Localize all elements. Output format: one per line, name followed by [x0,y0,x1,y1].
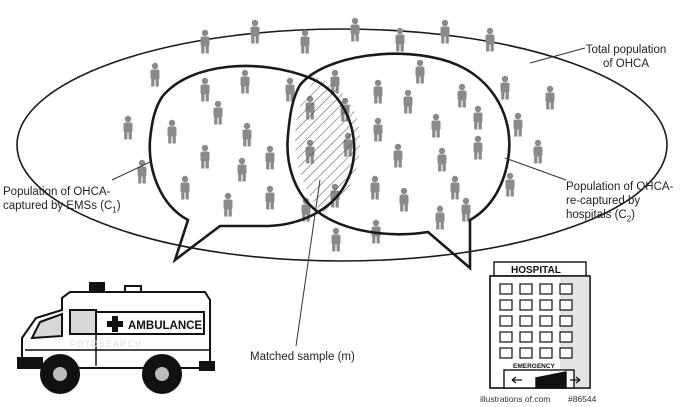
person-figure [300,29,310,54]
person-figure [200,144,210,169]
hospital-window [539,347,553,359]
matched-overlap-region [295,78,360,214]
person-figure [403,89,413,114]
person-figure [500,75,510,100]
hospital-window [539,331,553,343]
ems-label-tail: ) [116,200,121,212]
person-figure [399,187,409,212]
person-figure [473,105,483,130]
ems-label-text: captured by EMSs (C [3,200,113,212]
matched-sample-label: Matched sample (m) [250,350,390,364]
hospital-emergency-text: EMERGENCY [513,363,556,370]
hospital-window [519,347,533,359]
hospital-window [559,315,573,327]
person-figure [137,159,147,184]
hospital-population-label: Population of OHCA- re-captured by hospi… [566,180,684,226]
matched-label-text: Matched sample (m) [250,351,355,363]
person-figure [180,175,190,200]
hosp-label-line2: re-captured by [566,195,641,207]
person-figure [431,113,441,138]
total-population-label: Total population of OHCA [578,43,674,71]
hosp-label-line1: Population of OHCA- [566,181,674,193]
person-figure [200,77,210,102]
hospital-sign: HOSPITAL [511,265,561,276]
hospital-window [499,331,513,343]
hosp-label-sub: 2 [626,214,632,224]
hospital-window [559,331,573,343]
person-figure [457,83,467,108]
person-figure [415,59,425,84]
matched-leader-line [295,179,321,347]
person-figure [213,100,223,125]
person-figure [123,115,133,140]
hospital-window [539,283,553,295]
hospital-window [519,315,533,327]
hosp-leader-line [504,157,567,181]
hospital-window [539,315,553,327]
hospital-window [539,299,553,311]
person-figure [370,175,380,200]
person-figure [435,205,445,230]
person-figure [200,29,210,54]
hosp-label-line3: hospitals (C2) [566,208,684,226]
person-figure [395,27,405,52]
person-figure [461,197,471,222]
person-figure [150,62,160,87]
total-population-ellipse [16,28,668,262]
hospital-window [559,283,573,295]
hospital-window [499,299,513,311]
total-leader-line [529,47,586,64]
person-figure [450,175,460,200]
person-figure [393,143,403,168]
person-figure [533,139,543,164]
person-figure [373,79,383,104]
ems-label-line2: captured by EMSs (C1) [3,199,133,217]
ems-label-sub: 1 [112,205,117,215]
person-figure [240,69,250,94]
hospital-capture-bubble [286,52,511,271]
person-figure [437,147,447,172]
person-figure [440,19,450,44]
person-figure [373,117,383,142]
hospital-window [519,299,533,311]
person-figure [167,119,177,144]
person-figure [545,85,555,110]
ems-capture-bubble [148,64,356,264]
total-label-line1: Total population [585,44,667,56]
person-figure [331,227,341,252]
hospital-id: #86544 [568,394,597,404]
hosp-label-text: hospitals (C [566,209,627,221]
person-figure [250,19,260,44]
ems-population-label: Population of OHCA- captured by EMSs (C1… [3,185,133,217]
hospital-window [499,347,513,359]
hospital-window [559,347,573,359]
person-figure [505,172,515,197]
ambulance-watermark: FOTOSEARCH [70,339,142,349]
hospital-window [499,315,513,327]
ems-label-line1: Population of OHCA- [3,186,111,198]
total-label-line2: of OHCA [602,58,649,70]
hospital-window [499,283,513,295]
person-figure [473,135,483,160]
person-figure [350,17,360,42]
person-figure [485,27,495,52]
hospital-window [519,283,533,295]
ambulance-text: AMBULANCE [128,320,202,332]
hospital-window [519,331,533,343]
hospital-credit: illustrations of.com [480,394,550,404]
person-figure [513,112,523,137]
ambulance-illustration [17,282,215,394]
hospital-windows [499,283,573,359]
hosp-label-tail: ) [631,209,636,221]
hospital-window [559,299,573,311]
person-figure [237,157,247,182]
person-figure [265,185,275,210]
person-figure [265,145,275,170]
ems-leader-line [111,161,151,181]
person-figure [223,192,233,217]
person-figure [242,122,252,147]
